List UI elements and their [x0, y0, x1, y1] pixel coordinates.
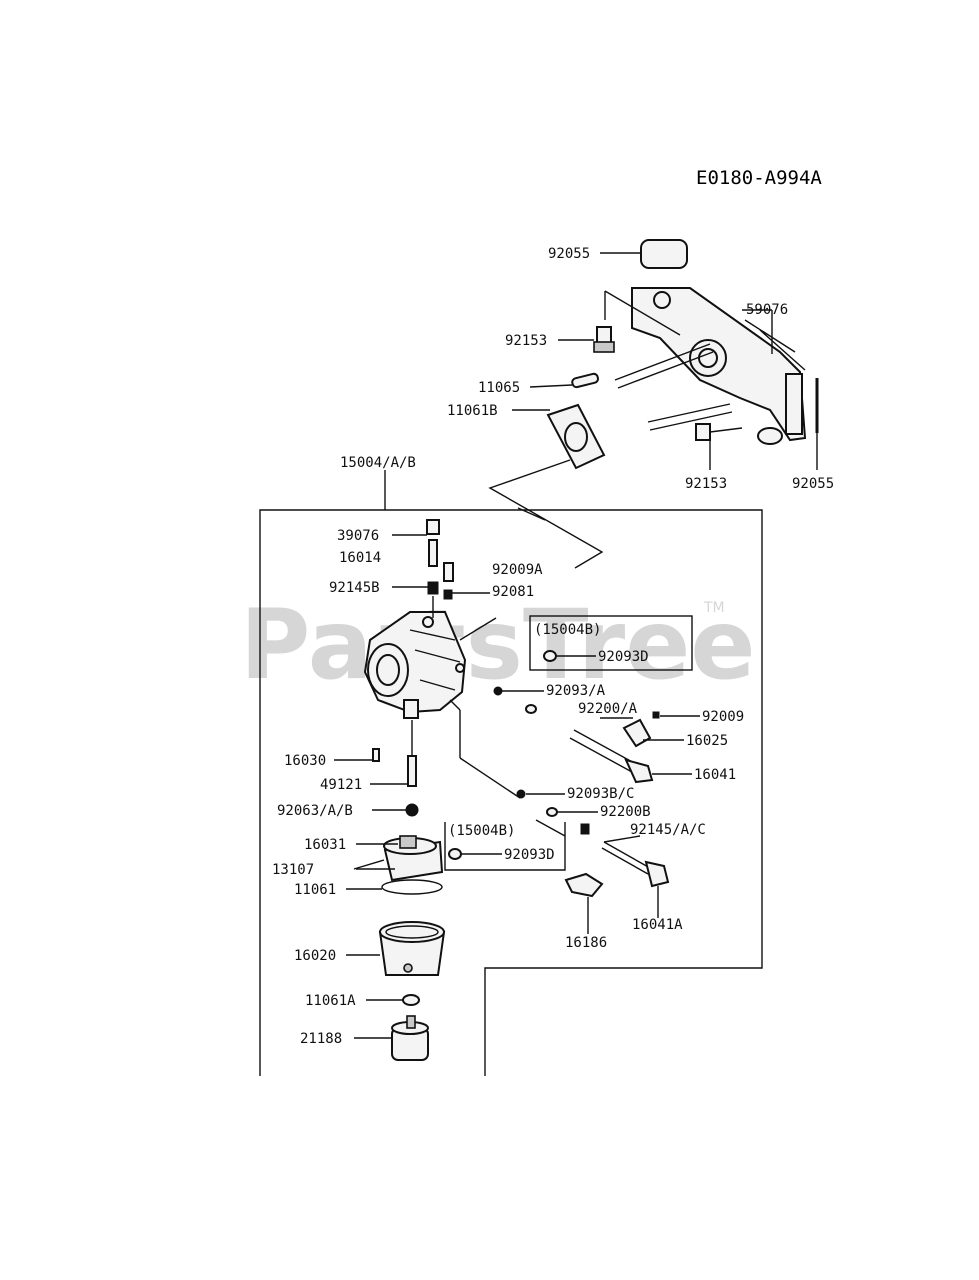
part-label: 16030 — [284, 753, 326, 769]
needle-16014-part — [428, 539, 438, 567]
part-label: 11061B — [447, 403, 498, 419]
part-label: 16186 — [565, 935, 607, 951]
part-label: 59076 — [746, 302, 788, 318]
part-label: 92081 — [492, 584, 534, 600]
spring-92145b-part — [427, 581, 439, 595]
seal-92093a-part — [493, 686, 503, 696]
part-label: 92200/A — [578, 701, 638, 717]
pin-11065-part — [571, 372, 599, 389]
part-label: 11061 — [294, 882, 336, 898]
part-label: 49121 — [320, 777, 362, 793]
part-label: 16031 — [304, 837, 346, 853]
jet-49121-part — [407, 755, 417, 787]
part-label: 16041A — [632, 917, 683, 933]
gasket-11061a-part — [402, 994, 420, 1006]
part-label: 92145B — [329, 580, 380, 596]
part-label: 92093B/C — [567, 786, 634, 802]
seal-92093bc-part — [516, 789, 526, 799]
gasket-92055-part — [640, 239, 688, 269]
gasket-11061-part — [381, 879, 443, 895]
part-label: 21188 — [300, 1031, 342, 1047]
part-label: 92009A — [492, 562, 543, 578]
choke-shaft-part — [601, 841, 651, 875]
part-label: 16025 — [686, 733, 728, 749]
part-label: 16020 — [294, 948, 336, 964]
float-pin-13107-part — [353, 859, 385, 870]
part-label: 92009 — [702, 709, 744, 725]
throttle-shaft-part — [569, 729, 637, 773]
sub-kit-label-1: (15004B) — [534, 622, 601, 638]
throttle-plate-16025-part — [622, 718, 652, 748]
sub-kit-label-2: (15004B) — [448, 823, 515, 839]
part-label: 11061A — [305, 993, 356, 1009]
watermark-trademark: TM — [703, 600, 725, 616]
part-label: 39076 — [337, 528, 379, 544]
washer-92081-part — [443, 589, 453, 600]
bolt-92153-lower-part — [695, 423, 743, 441]
part-label: 92200B — [600, 804, 651, 820]
screw-92009-part — [652, 711, 660, 719]
stud-lower-part — [647, 403, 733, 431]
bolt-92153-upper-part — [593, 326, 615, 353]
part-label: 92063/A/B — [277, 803, 353, 819]
sub-kit-box-1 — [529, 615, 693, 671]
choke-plate-16186-part — [564, 872, 604, 898]
carburetor-body-part — [363, 611, 467, 719]
watermark: PartsTree — [240, 589, 755, 701]
part-label: 16014 — [339, 550, 381, 566]
assembly-frame — [259, 509, 763, 1076]
washer-92200a-part — [525, 704, 537, 714]
part-label: 16041 — [694, 767, 736, 783]
screw-92009a-part — [443, 562, 454, 582]
part-label: 92093D — [598, 649, 649, 665]
gasket-92063-part — [405, 803, 419, 817]
float-bowl-16020-part — [378, 921, 446, 976]
seal-92093d-1-part — [543, 650, 557, 662]
part-label: 92153 — [685, 476, 727, 492]
group-label: 15004/A/B — [340, 455, 416, 471]
solenoid-21188-part — [391, 1015, 429, 1061]
alignment-guide — [488, 459, 604, 569]
diagram-code: E0180-A994A — [696, 167, 822, 189]
part-label: 92055 — [792, 476, 834, 492]
stud-upper-part — [614, 343, 714, 389]
float-16031-part — [383, 835, 444, 882]
seal-92093d-2-part — [448, 848, 462, 860]
washer-92200b-part — [546, 807, 558, 817]
part-label: 11065 — [478, 380, 520, 396]
part-label: 92093D — [504, 847, 555, 863]
part-label: 92153 — [505, 333, 547, 349]
spring-92145ac-part — [580, 823, 590, 835]
part-label: 92145/A/C — [630, 822, 706, 838]
plug-39076-part — [426, 519, 440, 535]
part-label: 92055 — [548, 246, 590, 262]
part-label: 13107 — [272, 862, 314, 878]
part-label: 92093/A — [546, 683, 606, 699]
pin-16030-part — [372, 748, 380, 762]
